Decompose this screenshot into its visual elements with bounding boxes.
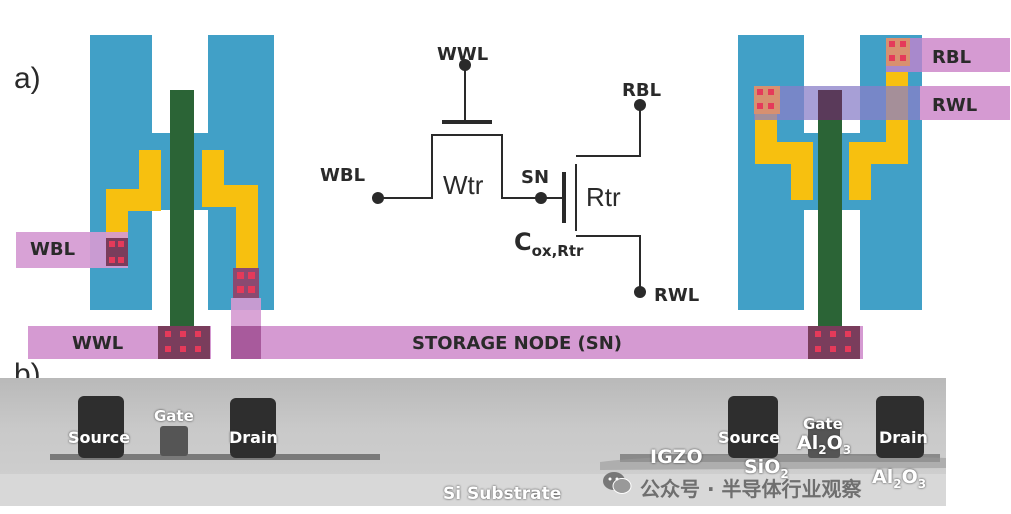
drain-block-right xyxy=(876,396,924,458)
al2o3-bottom-o: O xyxy=(901,466,918,488)
rtr-label: Rtr xyxy=(586,182,621,212)
gate-line-left xyxy=(170,90,194,332)
sio2-si: SiO xyxy=(744,456,781,478)
rbl-terminal xyxy=(634,99,646,111)
al2o3-gate-sub2: 2 xyxy=(818,443,827,457)
circuit-schematic xyxy=(372,59,646,298)
source-block-left xyxy=(78,396,124,458)
drain-label-left: Drain xyxy=(229,428,278,447)
al2o3-bottom-al: Al xyxy=(872,466,894,488)
rwl-label-right: RWL xyxy=(932,95,978,116)
source-label-left: Source xyxy=(68,428,131,447)
wwl-contact xyxy=(158,326,210,359)
gate-block-left xyxy=(160,426,188,456)
al2o3-gate-sub3: 3 xyxy=(842,443,852,457)
wbl-label-left: WBL xyxy=(30,239,76,260)
al2o3-bottom-sub3: 3 xyxy=(917,477,927,491)
cox-label: Cox,Rtr xyxy=(514,228,583,260)
watermark-text: 公众号 · 半导体行业观察 xyxy=(640,477,862,501)
source-block-right xyxy=(728,396,778,458)
substrate-label: Si Substrate xyxy=(443,484,562,504)
wwl-label-left: WWL xyxy=(72,333,124,354)
wwl-circuit-label: WWL xyxy=(437,44,489,65)
gate-label-left: Gate xyxy=(154,407,194,425)
igzo-label: IGZO xyxy=(650,446,703,468)
wbl-circuit-label: WBL xyxy=(320,165,366,186)
sn-circuit-label: SN xyxy=(521,167,550,188)
left-layout xyxy=(16,35,274,359)
channel-right xyxy=(202,150,258,282)
sn-terminal xyxy=(535,192,547,204)
al2o3-bottom-sub2: 2 xyxy=(893,477,902,491)
wwl-terminal xyxy=(459,59,471,71)
right-layout xyxy=(738,35,1010,359)
sio2-label: SiO2 xyxy=(744,456,789,481)
al2o3-gate-al: Al xyxy=(797,432,819,454)
cox-main: C xyxy=(514,228,532,256)
source-label-right: Source xyxy=(718,428,781,447)
al2o3-gate-label: Al2O3 xyxy=(797,432,852,457)
drain-label-right: Drain xyxy=(879,428,928,447)
rbl-circuit-label: RBL xyxy=(622,80,662,101)
gate-label-right: Gate xyxy=(803,415,843,433)
rwl-terminal xyxy=(634,286,646,298)
storage-node-bar xyxy=(231,326,863,359)
sio2-sub: 2 xyxy=(780,467,789,481)
rbl-label-right: RBL xyxy=(932,47,972,68)
gate-line-right xyxy=(818,90,842,332)
panel-a-label: a) xyxy=(14,62,41,95)
gate-block-right xyxy=(808,422,840,458)
al2o3-bottom-label: Al2O3 xyxy=(872,466,927,491)
rwl-circuit-label: RWL xyxy=(654,285,700,306)
channel-left xyxy=(106,150,161,258)
cox-sub: ox,Rtr xyxy=(531,242,584,260)
tem-micrograph xyxy=(0,378,946,506)
drain-block-left xyxy=(230,398,276,458)
al2o3-gate-o: O xyxy=(826,432,843,454)
wtr-label: Wtr xyxy=(443,170,484,200)
sn-contact-right xyxy=(808,326,860,359)
storage-node-left-end xyxy=(231,326,261,359)
storage-node-label: STORAGE NODE (SN) xyxy=(412,333,623,354)
wbl-terminal xyxy=(372,192,384,204)
wechat-icon xyxy=(602,471,632,495)
channel-left-r xyxy=(755,100,813,200)
